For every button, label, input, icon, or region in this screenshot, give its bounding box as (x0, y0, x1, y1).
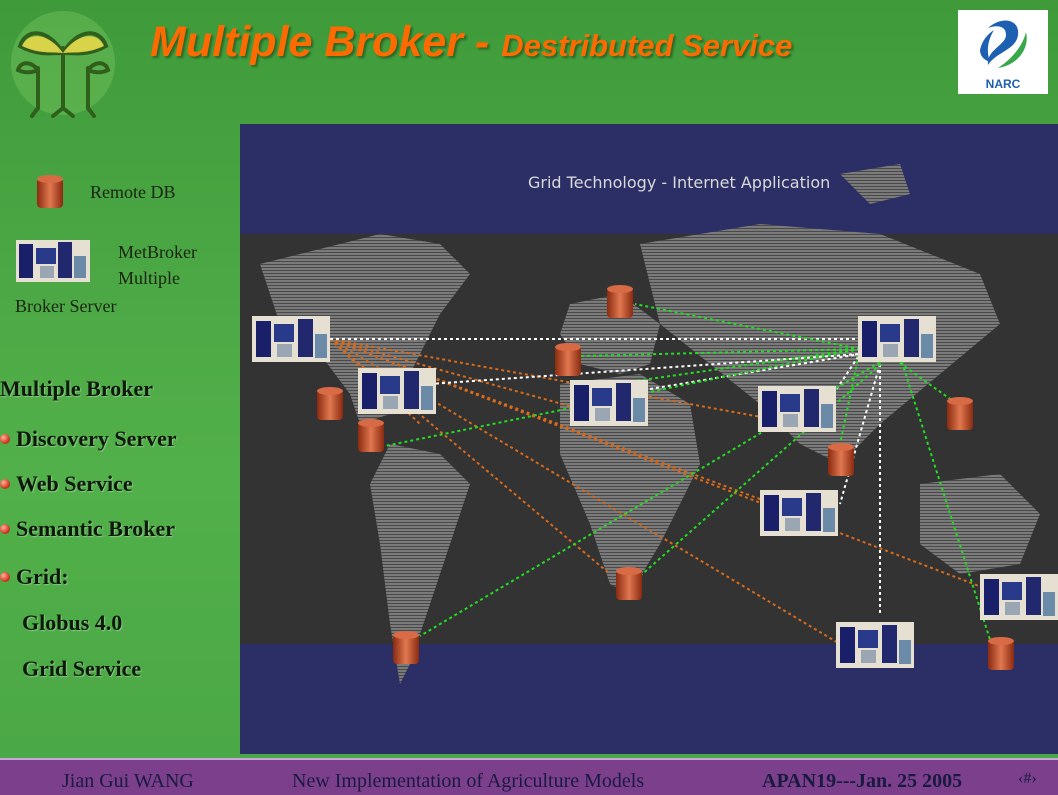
world-map-panel: Grid Technology - Internet Application (240, 124, 1058, 754)
list-item-label: Web Service (16, 471, 133, 496)
footer-talk-title: New Implementation of Agriculture Models (292, 770, 645, 792)
white-links (330, 338, 881, 614)
list-item: Discovery Server (0, 426, 177, 452)
db-icon (616, 567, 642, 600)
server-icon (858, 316, 936, 362)
server-icon (570, 380, 648, 426)
footer-page-number: ‹#› (1018, 770, 1037, 787)
map-subtitle: Grid Technology - Internet Application (528, 173, 830, 192)
legend-broker-line1: MetBroker (118, 242, 197, 262)
narc-logo: NARC (958, 10, 1048, 94)
list-item-label: Semantic Broker (16, 516, 176, 541)
list-sub-item: Globus 4.0 (22, 610, 123, 635)
db-icon (988, 637, 1014, 670)
server-icon (836, 622, 914, 668)
list-item: Web Service (0, 471, 133, 497)
server-icon (758, 386, 836, 432)
footer-author: Jian Gui WANG (62, 770, 194, 792)
sprout-logo (8, 8, 118, 118)
title-main: Multiple Broker - (150, 18, 502, 66)
db-icon (317, 387, 343, 420)
slide-footer: Jian Gui WANG New Implementation of Agri… (0, 758, 1058, 795)
bullet-icon (0, 479, 10, 489)
legend-broker-line3: Broker Server (15, 296, 117, 316)
server-icon (980, 574, 1058, 620)
db-icon (828, 443, 854, 476)
legend-broker-line2: Multiple (118, 268, 180, 288)
server-icon (358, 368, 436, 414)
slide-title: Multiple Broker - Destributed Service (150, 18, 792, 67)
bullet-icon (0, 572, 10, 582)
list-sub-item: Grid Service (22, 656, 142, 681)
db-icon (555, 343, 581, 376)
list-item: Grid: (0, 564, 69, 590)
world-map: Grid Technology - Internet Application (240, 164, 1058, 684)
server-icon (760, 490, 838, 536)
footer-event: APAN19---Jan. 25 2005 (762, 770, 963, 792)
server-legend-icon (16, 240, 90, 287)
list-item: Semantic Broker (0, 516, 175, 542)
db-icon (393, 631, 419, 664)
bullet-icon (0, 434, 10, 444)
list-heading: Multiple Broker (0, 376, 153, 401)
db-icon (358, 419, 384, 452)
db-icon (607, 285, 633, 318)
title-rest: Destributed Service (501, 28, 793, 63)
continents (260, 164, 1040, 684)
list-item-label: Discovery Server (16, 426, 177, 451)
db-icon (947, 397, 973, 430)
bullet-icon (0, 524, 10, 534)
list-item-label: Grid: (16, 564, 69, 589)
narc-logo-text: NARC (986, 77, 1021, 91)
server-icon (252, 316, 330, 362)
db-legend-icon (36, 174, 64, 215)
legend-remote-db: Remote DB (90, 182, 176, 202)
